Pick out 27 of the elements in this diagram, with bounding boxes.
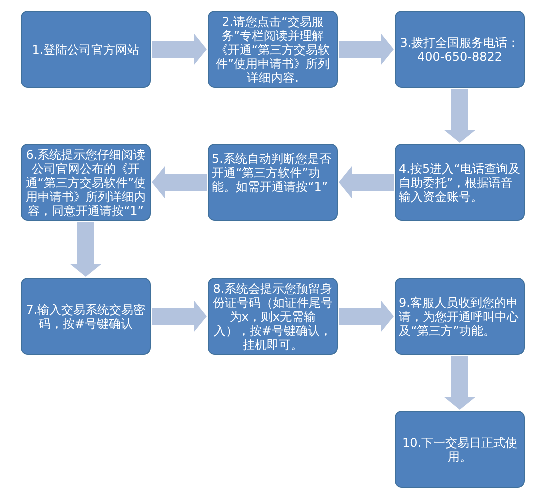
step-text: 8.系统会提示您预留身份证号码（如证件尾号为x，则x无需输入），按#号键确认，挂机即可。 [212, 282, 334, 352]
block-arrow [339, 166, 394, 198]
block-arrow [444, 89, 476, 143]
step-text: 4.按5进入“电话查询及自助委托”，根据语音输入资金账号。 [399, 162, 521, 204]
step-box [21, 11, 151, 88]
block-arrow [444, 356, 476, 410]
block-arrow [339, 34, 394, 66]
step-box [395, 11, 525, 88]
block-arrow [339, 300, 394, 332]
block-arrow [152, 166, 207, 198]
step-box [208, 11, 338, 88]
block-arrow [152, 300, 207, 332]
block-arrow [152, 34, 207, 66]
step-box [21, 278, 151, 355]
step-text: 5.系统自动判断您是否开通“第三方软件”功能。如需开通请按“1” [212, 152, 332, 194]
step-text: 1.登陆公司官方网站 [31, 42, 141, 56]
step-text: 10.下一交易日正式使用。 [401, 436, 519, 464]
step-box [395, 411, 525, 488]
step-box [395, 278, 525, 355]
step-text: 7.输入交易系统交易密码，按#号键确认 [25, 302, 147, 330]
step-box [208, 144, 338, 221]
step-text: 2.请您点击“交易服务”专栏阅读并理解《开通“第三方交易软件”使用申请书》所列详细内容. [214, 14, 332, 84]
block-arrow [70, 222, 102, 277]
step-text: 9.客服人员收到您的申请，为您开通呼叫中心及“第三方”功能。 [399, 296, 520, 338]
step-text: 6.系统提示您仔细阅读公司官网公布的《开通“第三方交易软件”使用申请书》所列详细内容，同意开通请按“1” [25, 148, 147, 218]
step-box [395, 144, 525, 221]
step-text: 3.拨打全国服务电话：400-650-8822 [399, 36, 521, 64]
